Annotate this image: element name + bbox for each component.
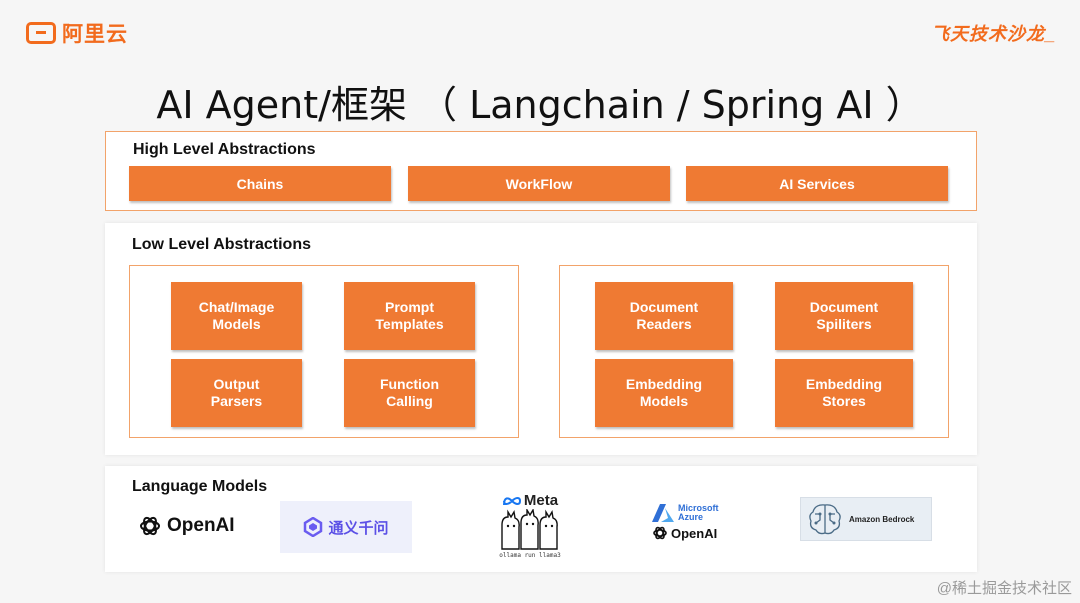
high-level-panel: High Level Abstractions Chains WorkFlow … xyxy=(105,131,977,211)
openai-icon xyxy=(140,516,160,536)
language-models-label: Language Models xyxy=(132,478,268,495)
chains-block: Chains xyxy=(129,166,391,201)
embedding-stores-block: Embedding Stores xyxy=(775,359,913,427)
azure-line1: Microsoft xyxy=(678,503,719,513)
slide-title: AI Agent/框架 （ Langchain / Spring AI ） xyxy=(156,83,924,127)
openai-text: OpenAI xyxy=(167,515,235,536)
bedrock-text: Amazon Bedrock xyxy=(849,514,915,524)
azure-openai-text: OpenAI xyxy=(671,525,718,541)
ai-services-block: AI Services xyxy=(686,166,948,201)
tongyi-icon xyxy=(304,517,323,537)
embedding-models-block: Embedding Models xyxy=(595,359,733,427)
azure-icon xyxy=(652,504,674,522)
document-spliters-block: Document Spiliters xyxy=(775,282,913,350)
meta-llama-logo: Meta ollama run llama3 xyxy=(495,492,565,559)
meta-caption: ollama run llama3 xyxy=(499,552,561,559)
language-models-panel: Language Models OpenAI 通义千问 xyxy=(105,466,977,572)
low-level-panel: Low Level Abstractions Chat/Image Models… xyxy=(105,223,977,455)
document-readers-block: Document Readers xyxy=(595,282,733,350)
meta-icon xyxy=(502,496,521,505)
high-level-label: High Level Abstractions xyxy=(133,141,316,158)
tongyi-text: 通义千问 xyxy=(328,519,389,537)
amazon-bedrock-logo: Amazon Bedrock xyxy=(800,497,932,541)
aliyun-logo-icon xyxy=(26,22,56,44)
tongyi-logo: 通义千问 xyxy=(280,501,412,553)
chat-image-models-block: Chat/Image Models xyxy=(171,282,302,350)
document-group: Document Readers Document Spiliters Embe… xyxy=(559,265,949,438)
workflow-block: WorkFlow xyxy=(408,166,670,201)
openai-logo: OpenAI xyxy=(138,514,235,538)
meta-text: Meta xyxy=(523,492,559,509)
azure-line2: Azure xyxy=(678,512,704,522)
watermark: @稀土掘金技术社区 xyxy=(936,580,1072,597)
function-calling-block: Function Calling xyxy=(344,359,475,427)
output-parsers-block: Output Parsers xyxy=(171,359,302,427)
bedrock-brain-icon xyxy=(809,504,841,535)
brand-left-text: 阿里云 xyxy=(62,23,128,46)
model-group: Chat/Image Models Prompt Templates Outpu… xyxy=(129,265,519,438)
azure-openai-logo: Microsoft Azure OpenAI xyxy=(652,504,719,541)
azure-openai-icon xyxy=(653,526,667,540)
salon-logo: 飞天技术沙龙_ xyxy=(930,24,1056,44)
low-level-label: Low Level Abstractions xyxy=(132,236,311,253)
aliyun-logo: 阿里云 xyxy=(26,18,128,48)
prompt-templates-block: Prompt Templates xyxy=(344,282,475,350)
llama-icon xyxy=(501,509,558,550)
